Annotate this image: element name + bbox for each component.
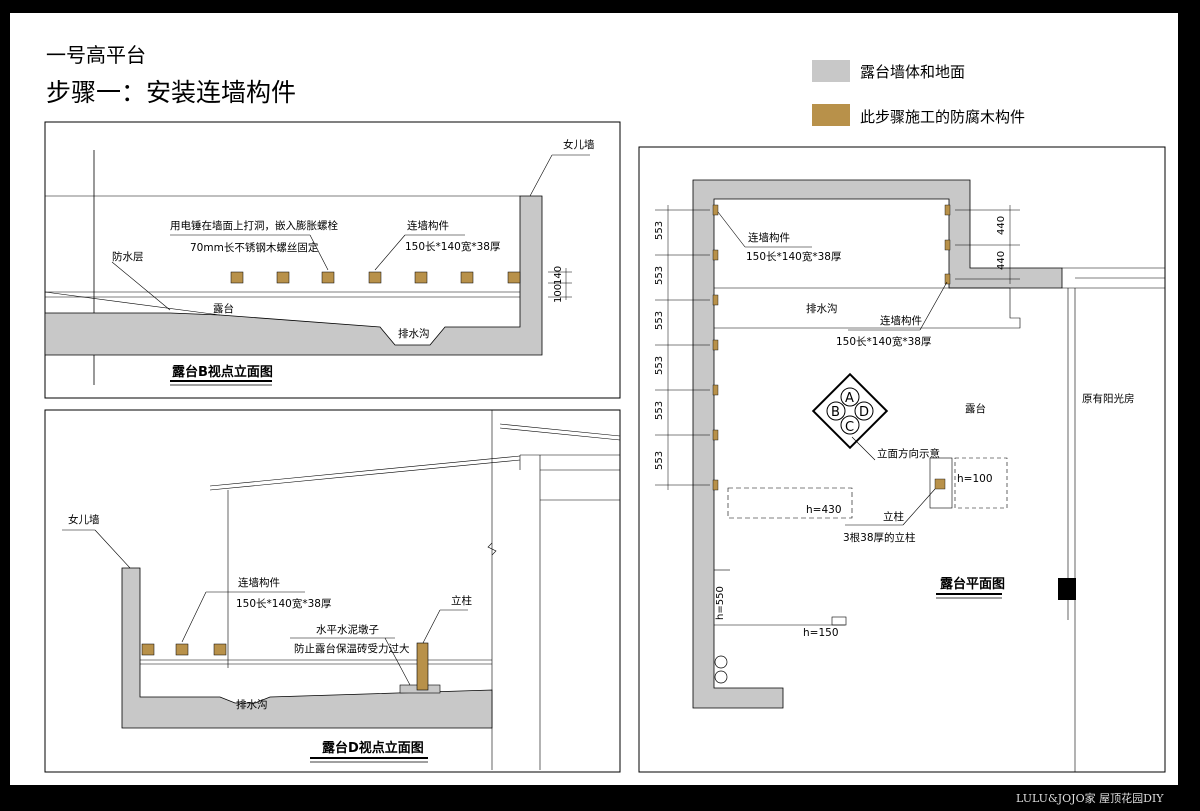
plan-dim-553: 553	[654, 401, 665, 420]
connector-block	[712, 339, 719, 351]
legend-swatch-wall	[812, 60, 850, 82]
footer-credit: LULU&JOJO家 屋顶花园DIY	[1016, 792, 1164, 805]
connector-block	[141, 643, 155, 656]
plan-sunroom-label: 原有阳光房	[1082, 392, 1135, 405]
connector-block	[712, 249, 719, 261]
plan-connectors-right	[944, 204, 951, 285]
plan-post	[934, 478, 946, 490]
plan-compass-note: 立面方向示意	[877, 447, 940, 460]
panel-b-drill-note-2: 70mm长不锈钢木螺丝固定	[190, 241, 319, 254]
drawing-sheet: 一号高平台 步骤一：安装连墙构件 露台墙体和地面 此步骤施工的防腐木构件 女儿墙…	[10, 13, 1178, 785]
compass-a: A	[845, 391, 854, 406]
panel-b-connector-spec: 150长*140宽*38厚	[405, 240, 501, 253]
plan-post-spec: 3根38厚的立柱	[843, 531, 916, 544]
panel-b-drill-note-1: 用电锤在墙面上打洞，嵌入膨胀螺栓	[170, 219, 338, 232]
compass-d: D	[859, 405, 869, 420]
step-title: 步骤一：安装连墙构件	[46, 78, 296, 107]
plan-h150: h=150	[803, 627, 839, 639]
panel-d-connector-title: 连墙构件	[238, 576, 280, 589]
panel-d-post	[416, 642, 429, 691]
plan-dim-553: 553	[654, 311, 665, 330]
plan-connector-spec-top: 150长*140宽*38厚	[746, 250, 842, 263]
plan-dim-553: 553	[654, 221, 665, 240]
plan-h100: h=100	[957, 473, 993, 485]
connector-block	[368, 271, 382, 284]
drawing-plate: 一号高平台 步骤一：安装连墙构件 露台墙体和地面 此步骤施工的防腐木构件 女儿墙…	[44, 43, 1166, 773]
connector-block	[712, 204, 719, 216]
panel-b-dim-140: 140	[553, 266, 564, 285]
plan-view: 553 553 553 553 553 553 440 440 连墙构件 150…	[638, 146, 1166, 773]
plan-wall	[692, 179, 1063, 709]
plan-connector-title-right: 连墙构件	[880, 314, 922, 327]
panel-d-connector-spec: 150长*140宽*38厚	[236, 597, 332, 610]
plan-pipe	[714, 670, 728, 684]
panel-d-caption: 露台D视点立面图	[322, 740, 424, 756]
panel-b-elevation: 女儿墙 用电锤在墙面上打洞，嵌入膨胀螺栓 70mm长不锈钢木螺丝固定 连墙构件 …	[44, 121, 621, 399]
panel-b-frame	[44, 121, 621, 399]
panel-d-pad-note-1: 水平水泥墩子	[316, 623, 379, 636]
connector-block	[712, 429, 719, 441]
compass-b: B	[831, 405, 840, 420]
plan-connectors-left	[712, 204, 719, 491]
plan-post-base	[929, 457, 953, 509]
panel-b-waterproof-label: 防水层	[112, 250, 144, 263]
legend-swatch-wood	[812, 104, 850, 126]
panel-d-elevation: 女儿墙 连墙构件 150长*140宽*38厚 立柱 水平水泥墩子 防止露台保温砖…	[44, 409, 621, 773]
plan-frame	[638, 146, 1166, 773]
connector-block	[944, 204, 951, 216]
connector-block	[460, 271, 474, 284]
plan-connector-title-top: 连墙构件	[748, 231, 790, 244]
compass-c: C	[845, 420, 854, 435]
panel-b-parapet-label: 女儿墙	[563, 138, 595, 151]
plan-dim-553: 553	[654, 451, 665, 470]
connector-block	[321, 271, 335, 284]
page-title: 一号高平台	[46, 43, 146, 67]
connector-block	[175, 643, 189, 656]
connector-block	[230, 271, 244, 284]
connector-block	[414, 271, 428, 284]
plan-pipe	[714, 655, 728, 669]
panel-b-terrace-label: 露台	[213, 302, 234, 315]
plan-dim-440: 440	[996, 251, 1007, 270]
connector-block	[276, 271, 290, 284]
plan-column	[1058, 578, 1076, 600]
panel-b-dim-100: 100	[553, 284, 564, 303]
panel-d-frame	[44, 409, 621, 773]
panel-d-drain-label: 排水沟	[236, 698, 268, 711]
connector-block	[507, 271, 521, 284]
plan-h100-box	[954, 457, 1008, 509]
legend-label-wall: 露台墙体和地面	[860, 63, 965, 81]
connector-block	[712, 479, 719, 491]
plan-compass: A C B D	[811, 372, 889, 450]
plan-caption: 露台平面图	[940, 576, 1005, 592]
connector-block	[712, 294, 719, 306]
plan-dim-440: 440	[996, 216, 1007, 235]
plan-connector-spec-right: 150长*140宽*38厚	[836, 335, 932, 348]
plan-h430: h=430	[806, 504, 842, 516]
plan-h430-box	[727, 487, 853, 519]
plan-post-label: 立柱	[883, 510, 904, 523]
plan-dims-right	[955, 205, 1020, 284]
plan-h550: h=550	[715, 586, 726, 620]
panel-b-connector-title: 连墙构件	[407, 219, 449, 232]
panel-d-wall-floor	[121, 567, 493, 729]
plan-drain-label: 排水沟	[806, 302, 838, 315]
plan-dim-553: 553	[654, 266, 665, 285]
connector-block	[213, 643, 227, 656]
panel-d-post-label: 立柱	[451, 594, 472, 607]
panel-d-connectors	[141, 643, 227, 656]
panel-b-caption: 露台B视点立面图	[172, 364, 273, 380]
connector-block	[712, 384, 719, 396]
plan-dim-553: 553	[654, 356, 665, 375]
panel-d-parapet-label: 女儿墙	[68, 513, 100, 526]
plan-terrace-label: 露台	[965, 402, 986, 415]
panel-d-pad-note-2: 防止露台保温砖受力过大	[294, 642, 410, 655]
connector-block	[944, 273, 951, 285]
connector-block	[944, 239, 951, 251]
panel-b-drain-label: 排水沟	[398, 327, 430, 340]
legend-label-wood: 此步骤施工的防腐木构件	[860, 108, 1025, 126]
panel-b-connectors	[230, 271, 521, 284]
plan-dims-left	[655, 205, 710, 490]
